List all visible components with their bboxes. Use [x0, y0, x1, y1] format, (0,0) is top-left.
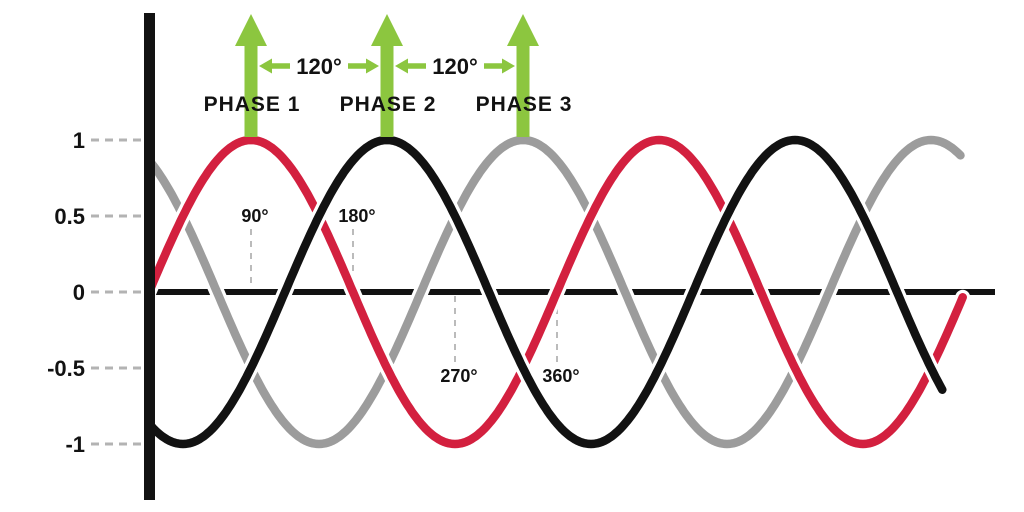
- phase-labels: PHASE 1 PHASE 2 PHASE 3: [204, 93, 573, 116]
- phase-arrow-shaft: [244, 42, 258, 137]
- wave-phase-1: [144, 135, 967, 449]
- up-arrow-icon: [371, 14, 403, 46]
- y-tick-label: -1: [65, 432, 85, 457]
- phase-arrow: [371, 14, 403, 137]
- arrow-right-head-icon: [366, 58, 379, 74]
- phase-arrow: [507, 14, 539, 137]
- up-arrow-icon: [507, 14, 539, 46]
- arrow-left-head-icon: [395, 58, 408, 74]
- wave-phase-2: [144, 135, 947, 449]
- y-tick-label: -0.5: [47, 356, 85, 381]
- arrow-left-head-icon: [259, 58, 272, 74]
- degree-marker-label: 90°: [241, 206, 268, 226]
- phase-label: PHASE 2: [340, 93, 437, 116]
- phase-arrow-shaft: [516, 42, 530, 137]
- phase-label: PHASE 3: [476, 93, 573, 116]
- phase-arrow-shaft: [380, 42, 394, 137]
- phase-arrows: [235, 14, 539, 137]
- phase-label: PHASE 1: [204, 93, 301, 116]
- y-axis-ticks: 1 0.5 0 -0.5 -1: [47, 128, 143, 457]
- spacing-arrow: 120°: [395, 54, 515, 79]
- up-arrow-icon: [235, 14, 267, 46]
- y-tick-label: 0.5: [54, 204, 85, 229]
- spacing-arrow: 120°: [259, 54, 379, 79]
- spacing-label: 120°: [432, 54, 478, 79]
- arrow-right-head-icon: [502, 58, 515, 74]
- wave-phase-3: [144, 135, 965, 449]
- degree-marker-label: 270°: [440, 366, 477, 386]
- y-tick-label: 1: [73, 128, 85, 153]
- sine-waves: [141, 132, 971, 452]
- phase-arrow: [235, 14, 267, 137]
- spacing-label: 120°: [296, 54, 342, 79]
- degree-marker-label: 360°: [542, 366, 579, 386]
- phase-spacing-arrows: 120° 120°: [259, 54, 515, 79]
- y-tick-label: 0: [73, 280, 85, 305]
- degree-marker-label: 180°: [338, 206, 375, 226]
